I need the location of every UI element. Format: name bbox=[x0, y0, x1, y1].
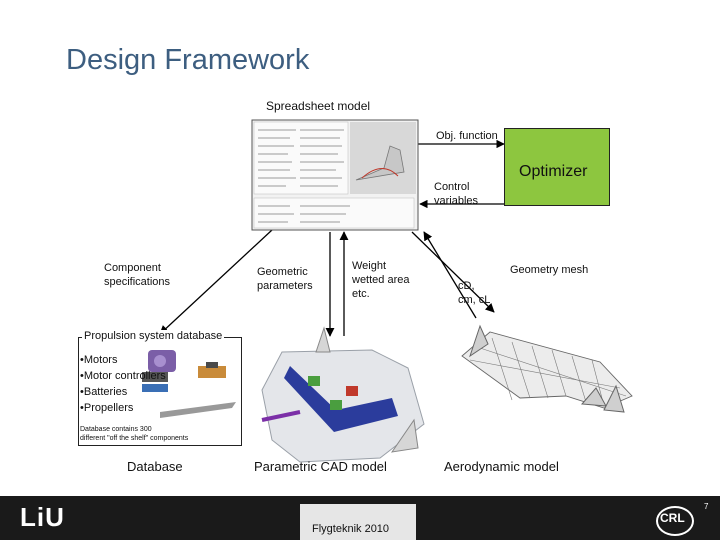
control-variables-line2: variables bbox=[434, 195, 479, 207]
arrow-coefficients bbox=[423, 231, 477, 319]
obj-function-label: Obj. function bbox=[436, 130, 498, 142]
geometry-mesh-label: Geometry mesh bbox=[510, 264, 589, 276]
optimizer-label: Optimizer bbox=[519, 163, 588, 180]
component-images bbox=[142, 350, 236, 418]
caption-database: Database bbox=[127, 459, 183, 474]
geometric-params-line2: parameters bbox=[257, 280, 313, 292]
weight-line2: wetted area bbox=[352, 274, 410, 286]
propulsion-item-propellers: •Propellers bbox=[80, 402, 134, 414]
weight-line1: Weight bbox=[352, 260, 387, 272]
geometric-params-line1: Geometric bbox=[257, 266, 308, 278]
coefficients-line2: cm, cL bbox=[458, 294, 491, 306]
page-number: 7 bbox=[704, 502, 709, 511]
component-specs-line1: Component bbox=[104, 262, 161, 274]
caption-cad: Parametric CAD model bbox=[254, 459, 387, 474]
database-note-line1: Database contains 300 bbox=[80, 426, 152, 433]
weight-line3: etc. bbox=[352, 288, 370, 300]
arrow-geometry-mesh bbox=[411, 231, 495, 313]
footer-center-text: Flygteknik 2010 bbox=[312, 523, 390, 535]
crl-seal-icon bbox=[656, 506, 694, 536]
propulsion-item-motors: •Motors bbox=[80, 354, 118, 366]
propulsion-item-batteries: •Batteries bbox=[80, 386, 128, 398]
footer-center-panel: Flygteknik 2010 bbox=[300, 504, 416, 540]
liu-logo: LiU bbox=[20, 502, 65, 532]
control-variables-line1: Control bbox=[434, 181, 470, 193]
cad-model bbox=[261, 326, 425, 463]
database-note-line2: different "off the shelf" components bbox=[80, 435, 189, 442]
arrow-to-database bbox=[159, 229, 273, 335]
aero-model bbox=[461, 324, 633, 413]
coefficients-line1: cD, bbox=[458, 280, 475, 292]
spreadsheet-thumbnail bbox=[251, 119, 419, 231]
crl-logo: CRL bbox=[660, 511, 685, 525]
footer-bar: LiU Flygteknik 2010 CRL 7 bbox=[0, 496, 720, 540]
spreadsheet-label: Spreadsheet model bbox=[266, 99, 371, 113]
propulsion-item-controllers: •Motor controllers bbox=[80, 370, 166, 382]
component-specs-line2: specifications bbox=[104, 276, 171, 288]
slide-title: Design Framework bbox=[66, 44, 310, 76]
caption-aero: Aerodynamic model bbox=[444, 459, 559, 474]
optimizer-box: Optimizer bbox=[504, 128, 610, 206]
propulsion-title: Propulsion system database bbox=[82, 330, 225, 343]
